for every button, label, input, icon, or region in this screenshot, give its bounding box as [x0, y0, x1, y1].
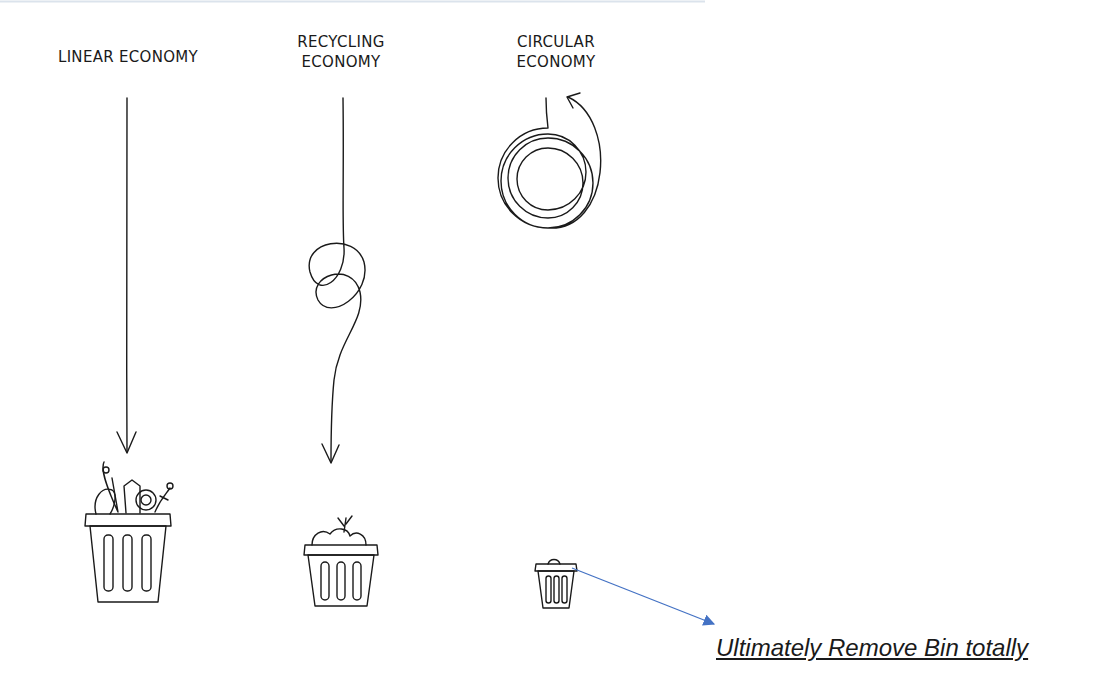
- economy-heading: LINEAR ECONOMY: [57, 47, 199, 67]
- bin-body: [538, 571, 574, 608]
- trash-item: [312, 529, 366, 545]
- trash-item: [338, 516, 352, 532]
- trash-item: [103, 467, 109, 473]
- top-rule: [0, 1, 705, 3]
- bin-slat: [321, 562, 329, 600]
- trash-item: [155, 488, 170, 512]
- economy-heading: CIRCULAR ECONOMY: [500, 32, 612, 73]
- bin-slat: [546, 576, 551, 603]
- circular-arrow-head: [567, 93, 580, 108]
- note-text: Ultimately Remove Bin totally: [716, 632, 1108, 664]
- trash-item: [136, 490, 156, 510]
- trash-item: [103, 462, 118, 512]
- economy-heading: RECYCLING ECONOMY: [285, 32, 397, 73]
- recycling-arrow-head: [322, 444, 339, 463]
- bin-slat: [142, 535, 151, 591]
- bin-body: [90, 526, 166, 602]
- bin-slat: [554, 576, 559, 603]
- recycling-flow-arrow: [309, 98, 365, 462]
- bin-slat: [123, 535, 132, 591]
- bin-slat: [562, 576, 567, 603]
- trash-bottle: [124, 480, 140, 513]
- trash-item: [167, 483, 173, 489]
- trash-item: [95, 489, 115, 514]
- linear-arrow-head: [117, 432, 136, 453]
- trash-item: [141, 495, 151, 505]
- circular-flow-spiral: [498, 97, 601, 228]
- bin-rim: [535, 564, 577, 571]
- bin-slat: [353, 562, 361, 600]
- linear-flow-arrow: [126, 98, 128, 452]
- bin-body: [308, 555, 374, 606]
- bin-rim: [304, 545, 378, 555]
- bin-slat: [104, 535, 113, 591]
- bin-rim: [85, 514, 171, 526]
- leader-arrow: [572, 568, 714, 624]
- bin-slat: [337, 562, 345, 600]
